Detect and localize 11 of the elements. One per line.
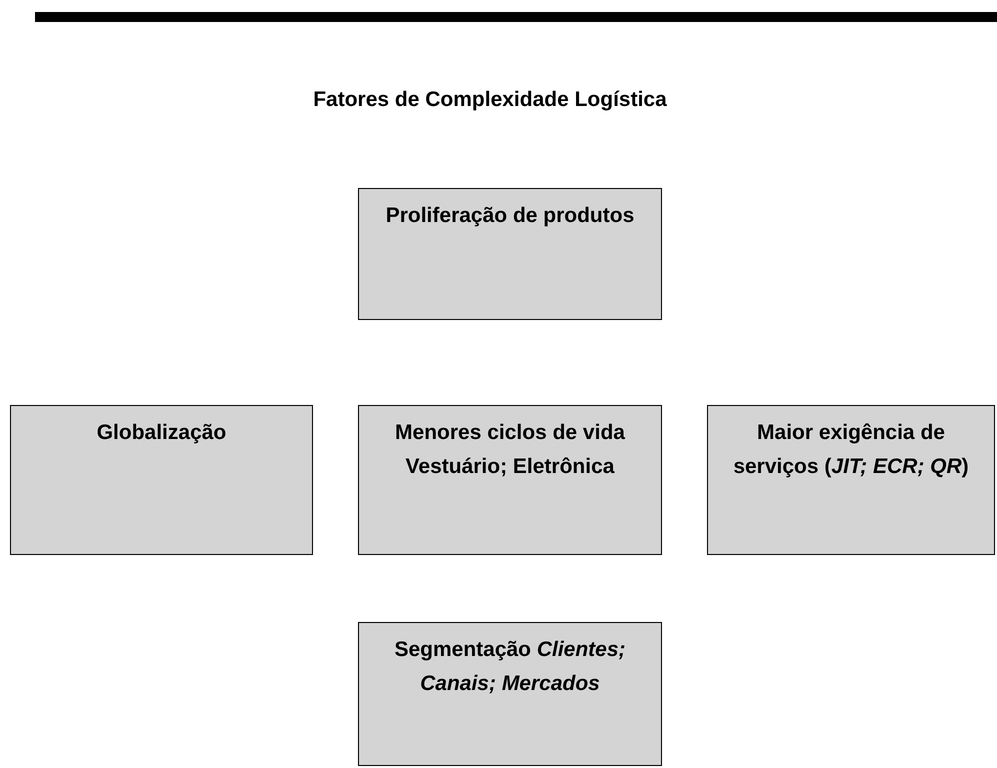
factor-box [358, 188, 662, 320]
box-text: Globalização [96, 420, 228, 446]
box-text: Menores ciclos de vida Vestuário; Eletrônica [394, 420, 626, 480]
factor-box [10, 405, 313, 555]
box-text: Segmentação Clientes; Canais; Mercados [393, 637, 627, 697]
box-text: Proliferação de produtos [384, 203, 636, 229]
factor-box [358, 405, 662, 555]
diagram-title: Fatores de Complexidade Logística [312, 88, 668, 112]
box-text: Maior exigência de serviços (JIT; ECR; QR) [732, 420, 970, 480]
factor-box [707, 405, 995, 555]
factor-box [358, 622, 662, 766]
